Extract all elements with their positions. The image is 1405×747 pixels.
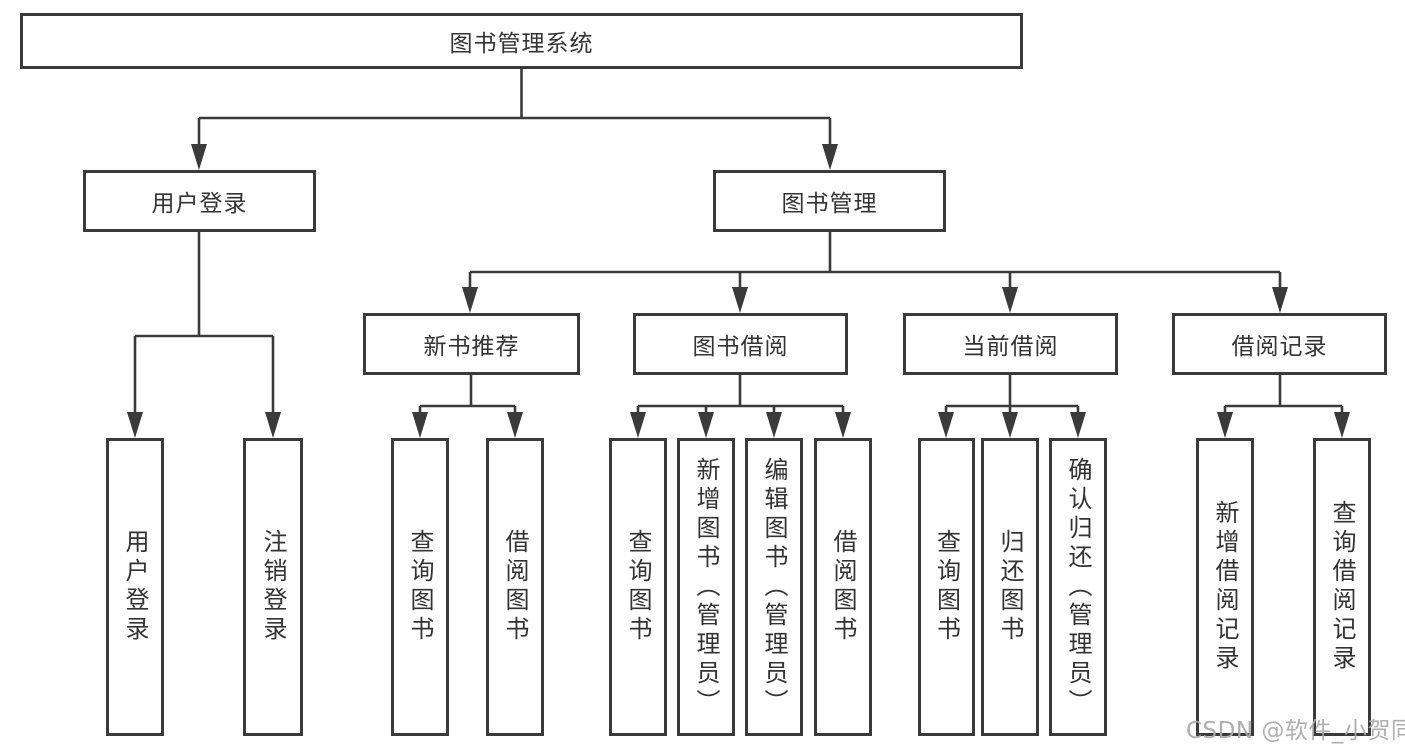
csdn-watermark: CSDN @软件_小贺同学 — [1186, 718, 1405, 744]
node-current-borrow: 当前借阅 — [903, 313, 1118, 375]
leaf-logout: 注销登录 — [243, 438, 303, 736]
leaf-current-query-books: 查询图书 — [918, 438, 975, 736]
leaf-newbook-query-books: 查询图书 — [391, 438, 449, 736]
leaf-borrow-query-books: 查询图书 — [609, 438, 667, 736]
node-book-management-system: 图书管理系统 — [20, 13, 1023, 69]
node-book-borrow: 图书借阅 — [633, 313, 848, 375]
leaf-current-confirm-return-admin: 确认归还（管理员） — [1049, 438, 1107, 736]
leaf-user-login: 用户登录 — [106, 438, 164, 736]
leaf-borrow-borrow-books: 借阅图书 — [814, 438, 872, 736]
leaf-current-return-books: 归还图书 — [981, 438, 1039, 736]
node-book-management: 图书管理 — [713, 170, 946, 232]
leaf-borrow-edit-books-admin: 编辑图书（管理员） — [745, 438, 803, 736]
node-user-login: 用户登录 — [83, 170, 316, 232]
leaf-records-add-record: 新增借阅记录 — [1196, 438, 1254, 736]
node-borrow-records: 借阅记录 — [1172, 313, 1387, 375]
leaf-newbook-borrow-books: 借阅图书 — [486, 438, 544, 736]
leaf-borrow-add-books-admin: 新增图书（管理员） — [677, 438, 735, 736]
node-new-book-recommend: 新书推荐 — [363, 313, 580, 375]
leaf-records-query-record: 查询借阅记录 — [1313, 438, 1371, 736]
